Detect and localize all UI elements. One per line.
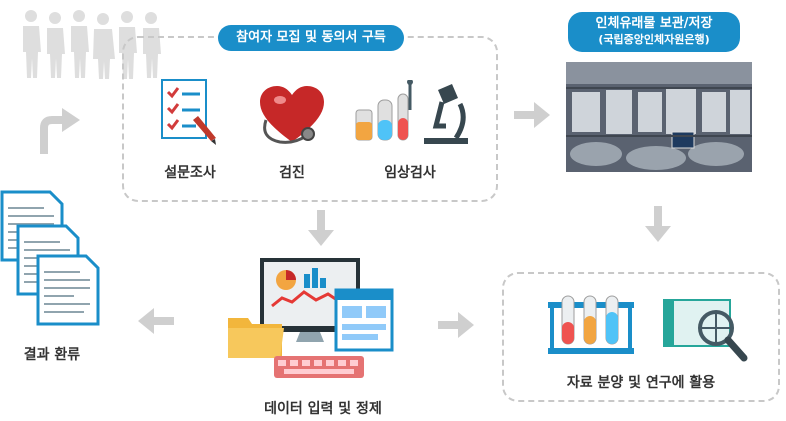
- survey-clipboard-icon: [161, 79, 216, 145]
- data-entry-label: 데이터 입력 및 정제: [264, 401, 382, 417]
- storage-title: 인체유래물 보관/저장: [595, 16, 713, 31]
- feedback-label: 결과 환류: [23, 347, 81, 363]
- lab-microscope-icon: [355, 80, 468, 144]
- storage-subtitle: (국립중앙인체자원은행): [598, 33, 710, 46]
- utilization-box: [502, 272, 780, 402]
- arrow-down-icon: [308, 210, 334, 246]
- magnifier-document-icon: [663, 299, 748, 362]
- storage-title-pill: 인체유래물 보관/저장 (국립중앙인체자원은행): [568, 12, 740, 52]
- arrow-right-icon: [514, 102, 550, 128]
- people-silhouettes-icon: [23, 10, 161, 79]
- clinical-test-label: 임상검사: [384, 165, 436, 181]
- heart-stethoscope-icon: [260, 86, 324, 144]
- arrow-left-icon: [138, 308, 174, 334]
- participation-title: 참여자 모집 및 동의서 구득: [218, 25, 404, 51]
- test-tubes-rack-icon: [548, 295, 634, 354]
- utilization-label: 자료 분양 및 연구에 활용: [566, 375, 716, 391]
- arrow-right-icon: [438, 312, 474, 338]
- return-curve-arrow-icon: [40, 108, 80, 154]
- checkup-label: 검진: [279, 165, 305, 181]
- data-entry-computer-icon: [228, 258, 394, 378]
- survey-label: 설문조사: [164, 165, 216, 181]
- result-documents-icon: [0, 190, 100, 326]
- arrow-down-icon: [645, 206, 671, 242]
- biobank-storage-photo: [566, 62, 752, 172]
